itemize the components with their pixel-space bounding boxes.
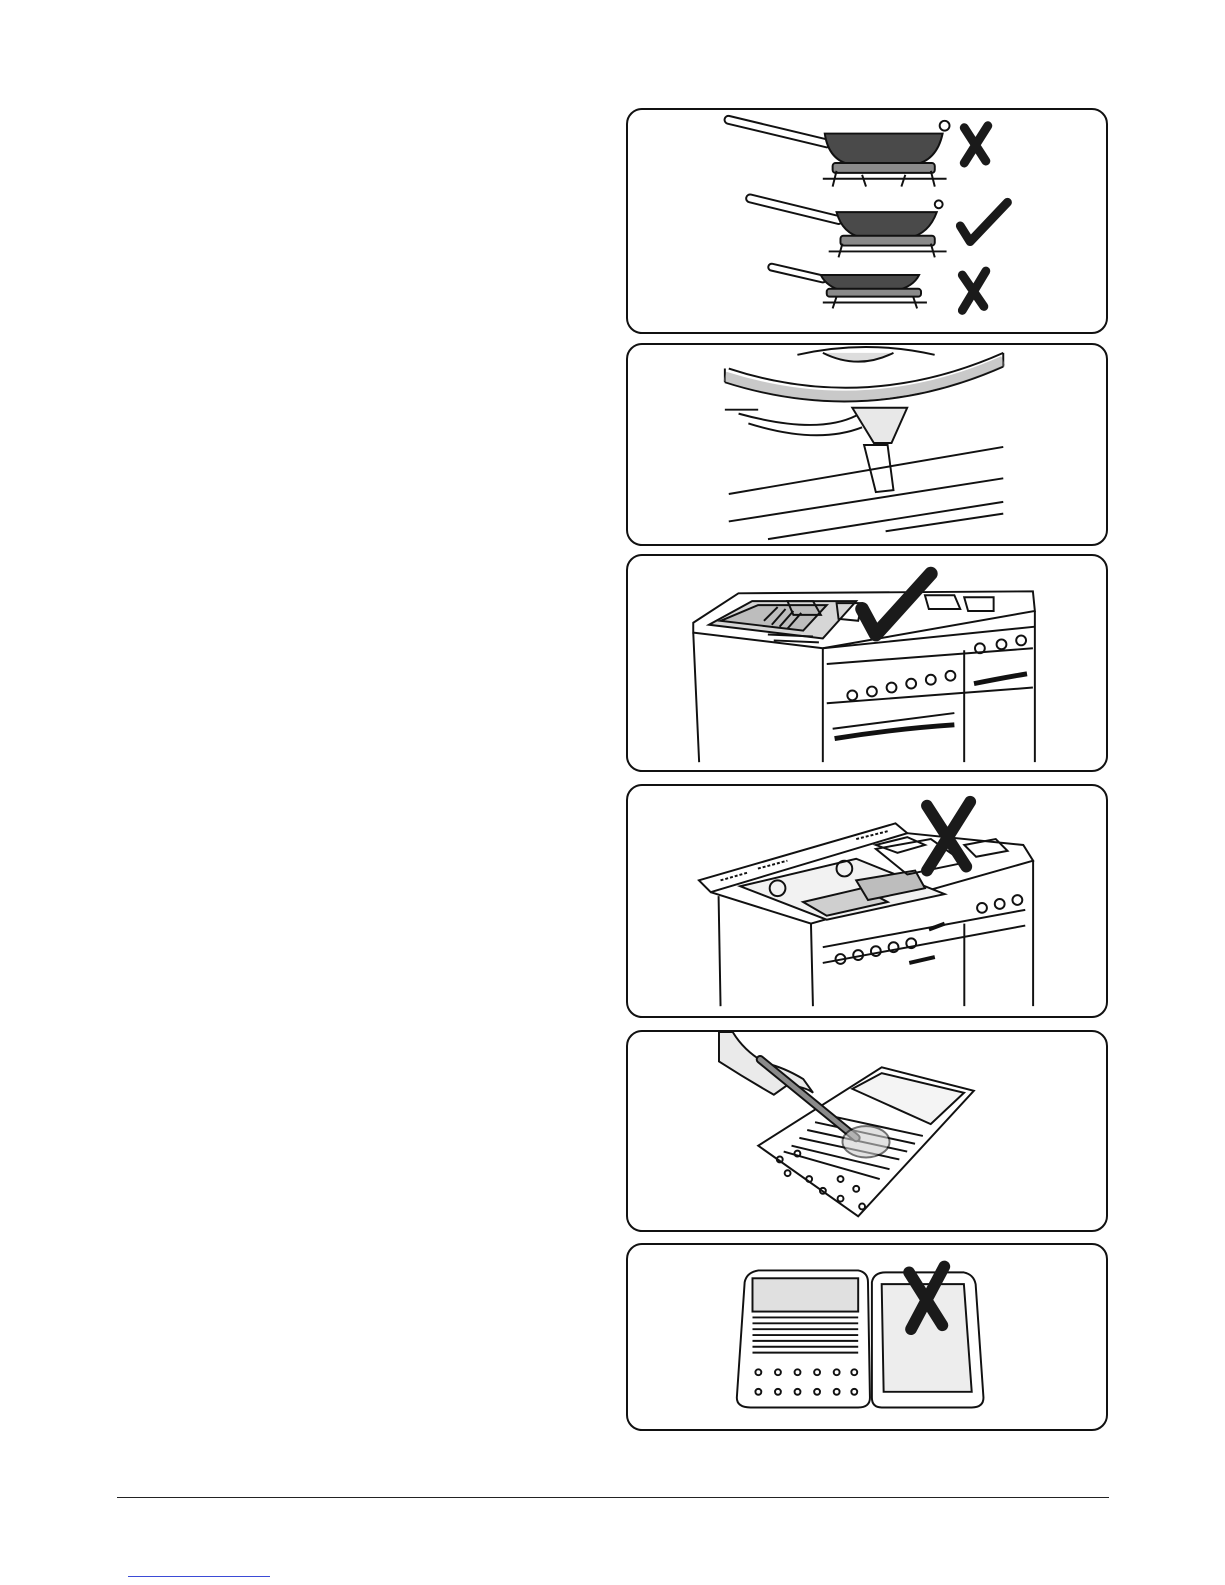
illustration-wok-stand — [626, 343, 1108, 546]
illustration-wok-sizes — [626, 108, 1108, 334]
cross-icon — [962, 271, 986, 310]
illustration-cleaning-hotplate — [626, 1030, 1108, 1232]
illustration-two-hotplates — [626, 1243, 1108, 1431]
wok-stand-closeup — [725, 347, 1003, 539]
footer-rule — [117, 1497, 1109, 1498]
medium-wok — [750, 198, 946, 257]
check-icon — [960, 202, 1007, 241]
illustration-hotplate-correct — [626, 554, 1108, 772]
range-cooker-with-splashback — [699, 823, 1033, 1006]
left-hotplate — [737, 1270, 870, 1407]
footer-link-underline[interactable] — [128, 1576, 270, 1577]
illustration-hotplate-incorrect — [626, 784, 1108, 1018]
small-wok — [772, 267, 927, 308]
large-wok — [728, 120, 949, 187]
cross-icon — [964, 126, 988, 163]
